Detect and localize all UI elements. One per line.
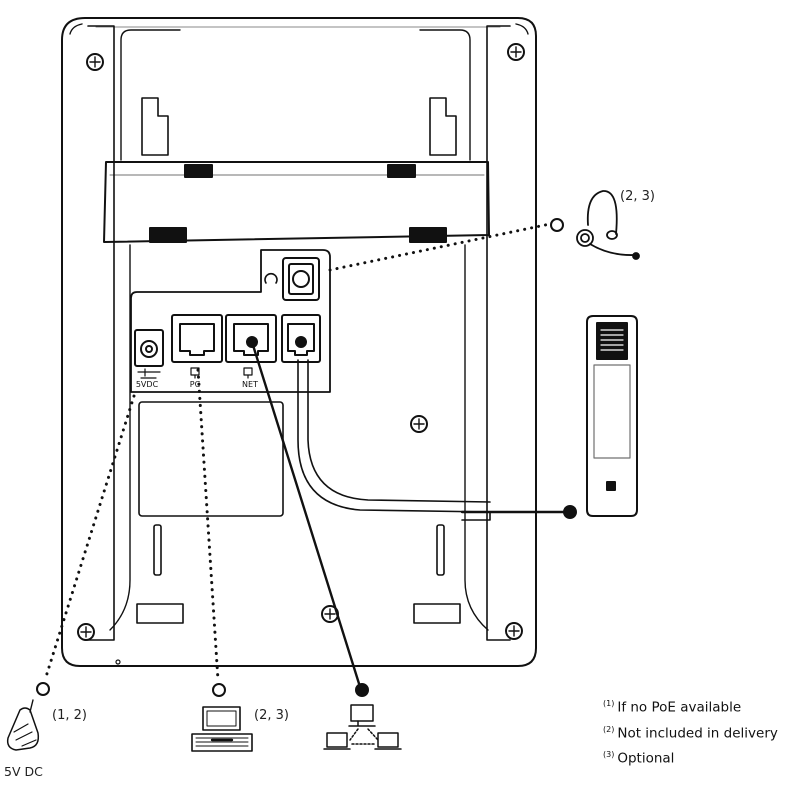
label-recess — [138, 401, 284, 517]
headset-footnote-label: (2, 3) — [620, 189, 655, 204]
headset-connection-line — [328, 222, 552, 272]
handset-plug-dot — [295, 336, 307, 348]
stand-bracket — [103, 161, 490, 243]
wall-mount-hook — [141, 97, 169, 156]
footnotes: (1)If no PoE available (2)Not included i… — [603, 693, 778, 770]
network-connection-line — [250, 340, 363, 692]
pc-footnote-label: (2, 3) — [254, 708, 289, 723]
cable-channel — [297, 359, 491, 521]
net-port-label: NET — [242, 380, 258, 389]
network-icon-large — [323, 704, 402, 750]
vent-slot — [436, 524, 445, 576]
headset-icon — [576, 190, 640, 260]
dc-port — [134, 329, 164, 367]
pc-port-label: PC — [190, 380, 201, 389]
screw-icon — [505, 622, 523, 640]
power-caption: 5V DC — [4, 764, 43, 779]
net-plug-dot — [246, 336, 258, 348]
pc-port — [171, 314, 223, 363]
vent-slot — [153, 524, 162, 576]
pc-connection-line — [196, 368, 220, 682]
network-icon — [243, 367, 253, 379]
net-port — [225, 314, 277, 363]
pc-connector-marker — [212, 683, 226, 697]
screw-icon — [410, 415, 428, 433]
network-connector-marker — [355, 683, 369, 697]
footnote-item: (2)Not included in delivery — [603, 724, 778, 742]
power-connector-marker — [36, 682, 50, 696]
handset-port — [281, 314, 321, 363]
screw-icon — [77, 623, 95, 641]
footnote-item: (1)If no PoE available — [603, 699, 742, 716]
headset-connector-marker — [550, 218, 564, 232]
port-panel — [130, 249, 331, 393]
footnote-item: (3)Optional — [603, 750, 675, 767]
handset-connector-marker — [563, 505, 577, 519]
handset-icon — [586, 315, 638, 517]
wall-mount-hook — [429, 97, 457, 156]
dc-port-label: 5VDC — [136, 380, 159, 389]
phone-body — [61, 17, 537, 667]
power-footnote-label: (1, 2) — [52, 708, 87, 723]
computer-icon — [191, 706, 253, 752]
pc-icon — [190, 367, 200, 379]
screw-icon — [507, 43, 525, 61]
headset-port — [264, 257, 320, 301]
rubber-foot — [413, 603, 461, 624]
rubber-foot — [136, 603, 184, 624]
power-connection-line — [43, 394, 136, 682]
power-icon — [137, 368, 161, 379]
screw-icon — [86, 53, 104, 71]
power-adapter-icon — [6, 699, 40, 751]
